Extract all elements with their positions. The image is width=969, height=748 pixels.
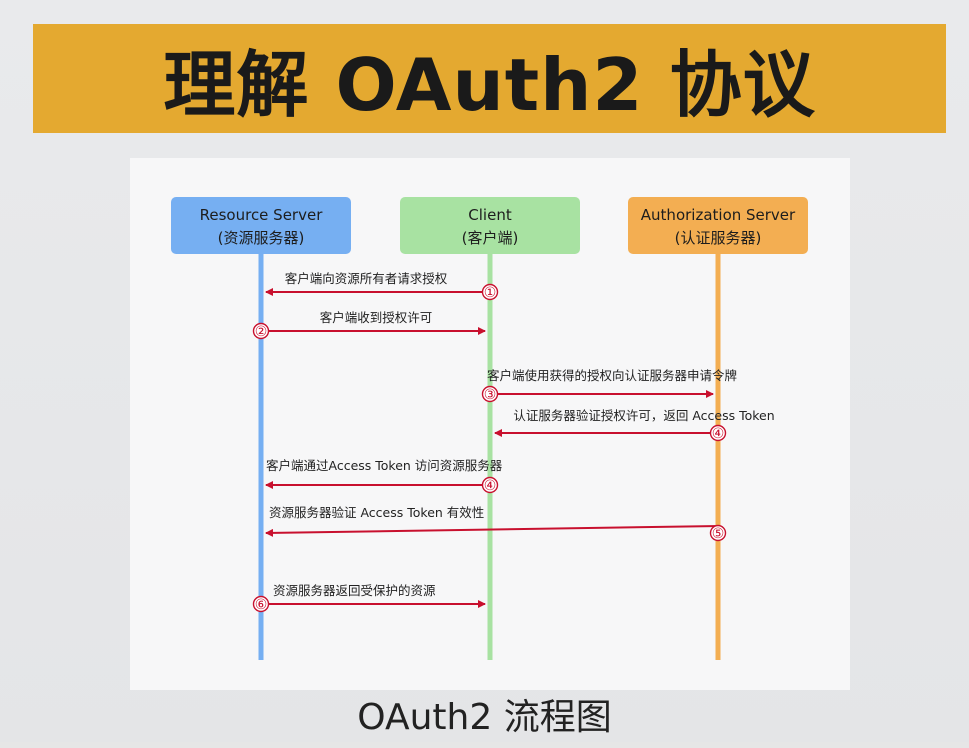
diagram-caption: OAuth2 流程图 [357,697,612,738]
step-number-circle [481,476,499,494]
message-4: ④ 认证服务器验证授权许可，返回 Access Token [494,408,775,442]
step-number: ④ [712,426,725,442]
step-number-circle [252,322,270,340]
participant-box [628,197,808,254]
step-number: ④ [484,478,497,494]
participant-name: Client [468,206,512,224]
page-title: 理解 OAuth2 协议 [163,43,816,127]
step-number: ⑤ [712,526,725,542]
message-6: ⑤ 资源服务器验证 Access Token 有效性 [265,505,727,542]
participant-box [400,197,580,254]
step-number-circle [709,524,727,542]
sequence-diagram: Resource Server (资源服务器) Client (客户端) Authori… [171,197,808,660]
participant-subtitle: (客户端) [462,229,519,247]
step-number: ① [484,285,497,301]
participant-name: Authorization Server [641,206,796,224]
diagram-panel: Resource Server (资源服务器) Client (客户端) Authori… [130,158,850,690]
message-1: ① 客户端向资源所有者请求授权 [265,271,499,301]
participant-subtitle: (认证服务器) [675,229,762,247]
participant-auth: Authorization Server (认证服务器) [628,197,808,254]
message-label: 认证服务器验证授权许可，返回 Access Token [513,408,774,423]
message-7: ⑥ 资源服务器返回受保护的资源 [252,583,486,613]
participant-name: Resource Server [200,206,324,224]
step-number-circle [709,424,727,442]
message-label: 客户端收到授权许可 [320,310,433,325]
participant-client: Client (客户端) [400,197,580,254]
step-number-circle [252,595,270,613]
message-2: ② 客户端收到授权许可 [252,310,486,340]
participant-box [171,197,351,254]
message-label: 客户端向资源所有者请求授权 [285,271,448,286]
message-label: 客户端使用获得的授权向认证服务器申请令牌 [487,368,737,383]
message-label: 客户端通过Access Token 访问资源服务器 [266,458,503,473]
message-arrow [265,525,721,537]
message-label: 资源服务器验证 Access Token 有效性 [269,505,484,520]
title-banner: 理解 OAuth2 协议 [33,24,946,133]
bottom-strip [0,742,969,748]
step-number: ⑥ [255,597,268,613]
message-5: ④ 客户端通过Access Token 访问资源服务器 [265,458,503,494]
message-3: ③ 客户端使用获得的授权向认证服务器申请令牌 [481,368,737,403]
participant-resource: Resource Server (资源服务器) [171,197,351,254]
step-number-circle [481,385,499,403]
message-label: 资源服务器返回受保护的资源 [273,583,436,598]
step-number-circle [481,283,499,301]
step-number: ② [255,324,268,340]
participant-subtitle: (资源服务器) [218,229,305,247]
step-number: ③ [484,387,497,403]
